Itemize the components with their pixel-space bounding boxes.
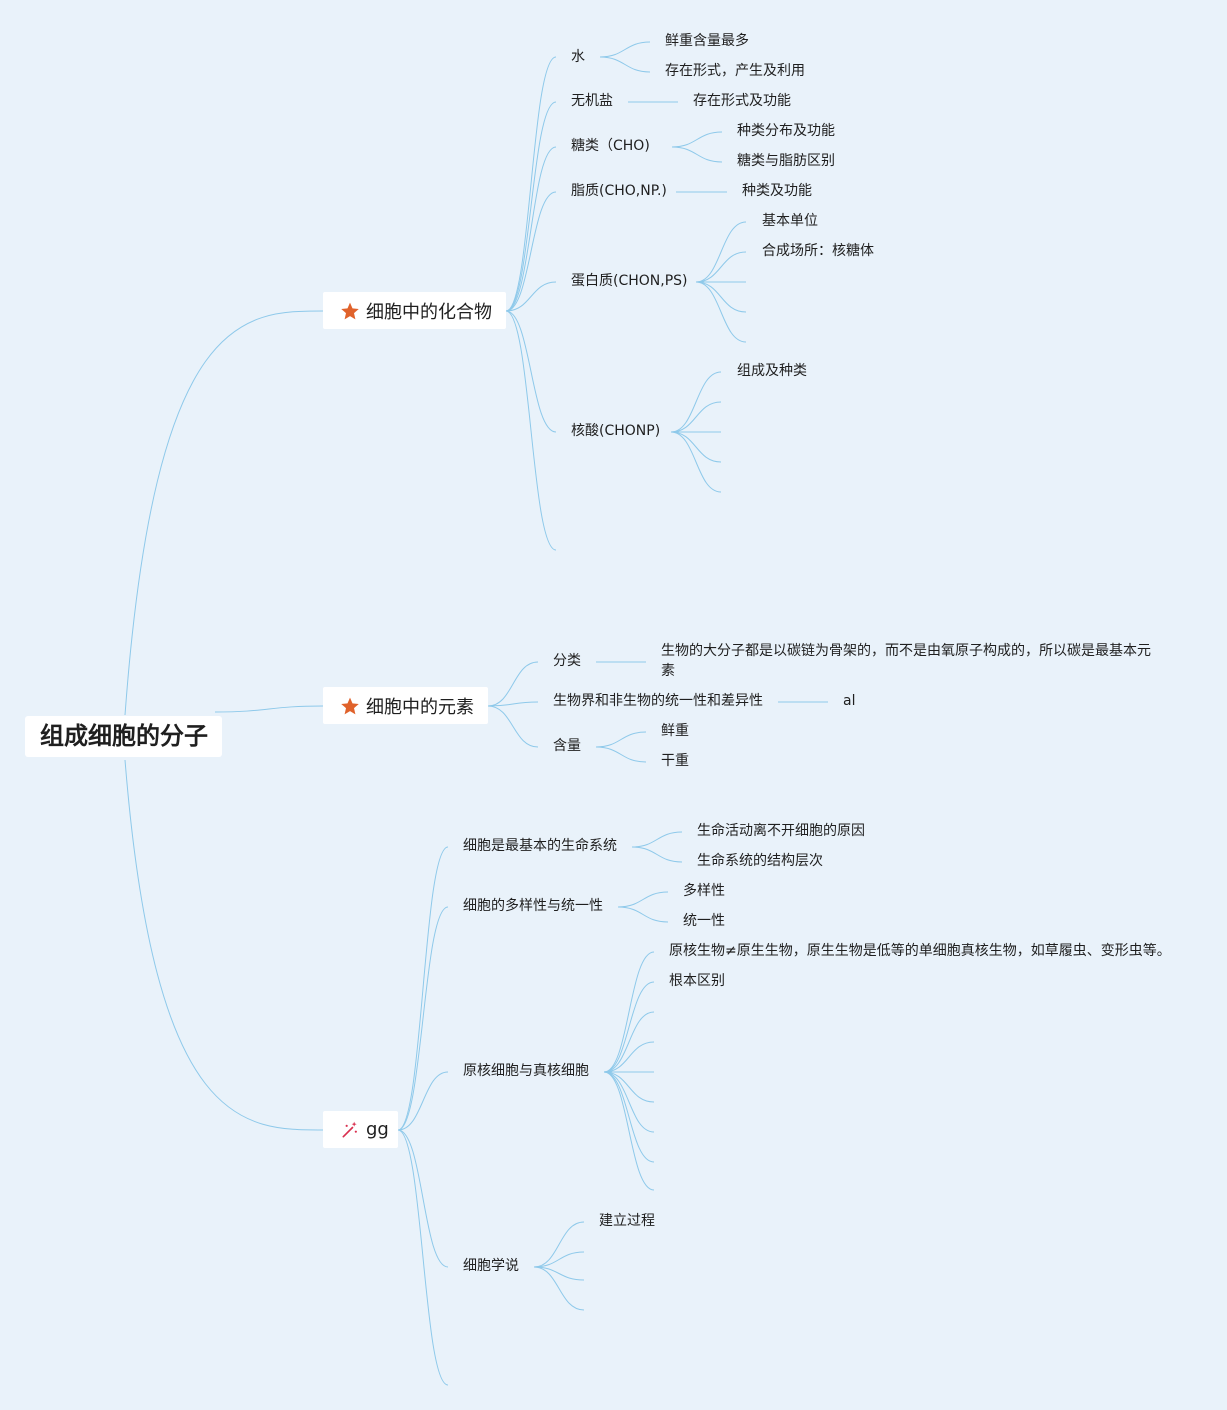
branch-gg[interactable]: gg xyxy=(323,1111,398,1148)
branch-edge xyxy=(505,56,557,312)
topic-edge xyxy=(603,1011,655,1073)
topic-edge xyxy=(671,146,723,163)
root-edge xyxy=(214,705,324,713)
topic-edge xyxy=(595,746,647,763)
root-topic[interactable]: 组成细胞的分子 xyxy=(25,716,222,757)
branch-edge xyxy=(487,705,539,748)
subtopic[interactable]: 统一性 xyxy=(683,913,725,929)
subtopic[interactable]: al xyxy=(843,693,856,709)
branch-edge xyxy=(397,906,449,1131)
topic-edge xyxy=(533,1266,585,1311)
subtopic[interactable]: 鲜重 xyxy=(661,723,689,739)
branch-edge xyxy=(505,101,557,312)
topic-edge xyxy=(695,281,747,343)
star-icon xyxy=(341,302,359,319)
topic-edge xyxy=(695,251,747,283)
topic-cell-theory[interactable]: 细胞学说 xyxy=(463,1258,519,1274)
topic-edge xyxy=(599,56,651,73)
root-edge xyxy=(124,759,324,1131)
branch-edge xyxy=(487,701,539,707)
subtopic[interactable]: 基本单位 xyxy=(762,213,818,229)
magic-wand-icon xyxy=(342,1121,357,1137)
topic-edge xyxy=(603,1041,655,1073)
branch-label: gg xyxy=(366,1119,389,1140)
topic-edge xyxy=(617,891,669,908)
topic-edge xyxy=(631,831,683,848)
subtopic[interactable]: 原核生物≠原生生物，原生生物是低等的单细胞真核生物，如草履虫、变形虫等。 xyxy=(669,943,1171,959)
subtopic[interactable]: 多样性 xyxy=(683,883,725,899)
topic-edge xyxy=(603,951,655,1073)
subtopic[interactable]: 存在形式及功能 xyxy=(693,93,791,109)
branch-edge xyxy=(397,1129,449,1268)
root-edge xyxy=(124,310,324,716)
topic-protein[interactable]: 蛋白质(CHON,PS) xyxy=(571,273,688,289)
branch-edge xyxy=(397,846,449,1131)
topic-edge xyxy=(603,981,655,1073)
topic-edge xyxy=(595,731,647,748)
subtopic[interactable]: 生命系统的结构层次 xyxy=(697,853,823,869)
subtopic[interactable]: 合成场所：核糖体 xyxy=(762,243,874,259)
topic-edge xyxy=(670,371,722,433)
topic-edge xyxy=(695,221,747,283)
topic-edge xyxy=(670,431,722,493)
subtopic[interactable]: 根本区别 xyxy=(669,973,725,989)
topic-diversity-unity[interactable]: 细胞的多样性与统一性 xyxy=(463,898,603,914)
topic-nucleic-acid[interactable]: 核酸(CHONP) xyxy=(571,423,661,439)
branch-edge xyxy=(397,1071,449,1131)
branch-edge xyxy=(505,281,557,312)
topic-lipids[interactable]: 脂质(CHO,NP.) xyxy=(571,183,667,199)
topic-edge xyxy=(670,401,722,433)
subtopic[interactable]: 鲜重含量最多 xyxy=(665,33,749,49)
topic-water[interactable]: 水 xyxy=(571,49,585,65)
subtopic[interactable]: 生命活动离不开细胞的原因 xyxy=(697,823,865,839)
topic-edge xyxy=(533,1251,585,1268)
subtopic[interactable]: 组成及种类 xyxy=(737,363,807,379)
branch-edge xyxy=(505,191,557,312)
branch-label: 细胞中的元素 xyxy=(366,696,474,718)
topic-edge xyxy=(617,906,669,923)
subtopic[interactable]: 糖类与脂肪区别 xyxy=(737,153,835,169)
topic-edge xyxy=(695,281,747,313)
branch-elements[interactable]: 细胞中的元素 xyxy=(323,687,488,724)
topic-sugars[interactable]: 糖类（CHO) xyxy=(571,138,650,154)
subtopic[interactable]: 种类分布及功能 xyxy=(737,123,835,139)
star-icon xyxy=(341,697,359,714)
subtopic[interactable]: 种类及功能 xyxy=(742,183,812,199)
topic-edge xyxy=(603,1071,655,1163)
topic-edge xyxy=(603,1071,655,1191)
topic-edge xyxy=(670,431,722,463)
branch-compounds[interactable]: 细胞中的化合物 xyxy=(323,292,506,329)
topic-basic-life-system[interactable]: 细胞是最基本的生命系统 xyxy=(463,838,617,854)
topic-content[interactable]: 含量 xyxy=(553,738,581,754)
branch-label: 细胞中的化合物 xyxy=(366,301,492,323)
topic-classification[interactable]: 分类 xyxy=(553,653,581,669)
subtopic[interactable]: ￼生物的大分子都是以碳链为骨架的，而不是由氧原子构成的，所以碳是最基本元素 xyxy=(661,643,1151,679)
topic-edge xyxy=(599,41,651,58)
topic-unity-difference[interactable]: 生物界和非生物的统一性和差异性 xyxy=(553,693,763,709)
branch-edge xyxy=(487,661,539,707)
subtopic[interactable]: 建立过程 xyxy=(599,1213,655,1229)
subtopic[interactable]: 干重 xyxy=(661,753,689,769)
topic-edge xyxy=(533,1221,585,1268)
branch-edge xyxy=(505,310,557,433)
branch-edge xyxy=(505,146,557,312)
topic-inorganic-salt[interactable]: 无机盐 xyxy=(571,93,613,109)
subtopic[interactable]: 存在形式，产生及利用 xyxy=(665,63,805,79)
topic-edge xyxy=(631,846,683,863)
topic-prokaryote-eukaryote[interactable]: 原核细胞与真核细胞 xyxy=(463,1063,589,1079)
branch-edge xyxy=(505,310,557,551)
topic-edge xyxy=(603,1071,655,1103)
topic-edge xyxy=(603,1071,655,1133)
topic-edge xyxy=(671,131,723,148)
branch-edge xyxy=(397,1129,449,1386)
